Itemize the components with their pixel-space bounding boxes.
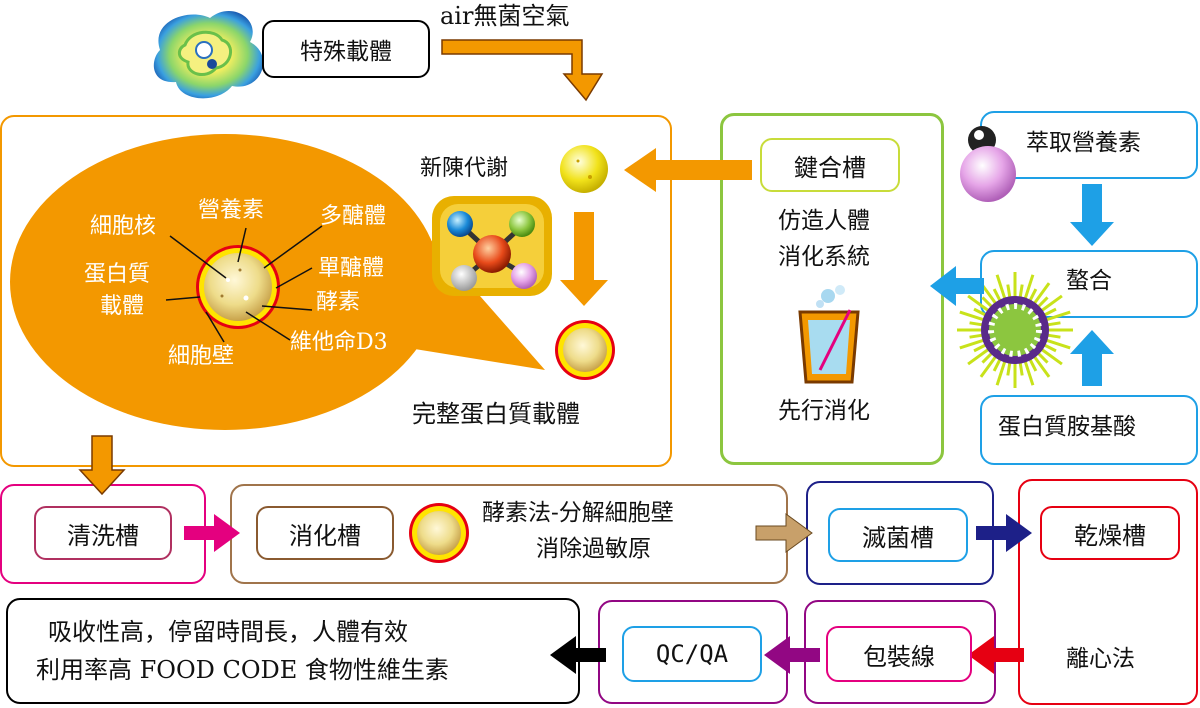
result-line2: 利用率高 FOOD CODE 食物性維生素: [36, 656, 449, 684]
spike: [1031, 353, 1051, 378]
nutrients-label: 營養素: [198, 198, 265, 223]
cell-pointer-lines: [165, 225, 323, 343]
air-arrow: [441, 39, 604, 102]
chelate-spiky-icon: [957, 272, 1073, 388]
digest-to-sterilize-arrow: [755, 513, 813, 553]
nucleus-label: 細胞核: [90, 214, 157, 239]
protein-label: 蛋白質: [84, 262, 151, 287]
cell-wall-label: 細胞壁: [168, 344, 235, 369]
spike: [995, 358, 1008, 386]
centrifuge-to-packing-arrow: [968, 636, 1024, 674]
sterilize-to-dry-arrow: [976, 514, 1032, 552]
enzyme-label: 酵素: [316, 290, 361, 315]
wash-arrow: [78, 435, 126, 496]
beaker-icon: [798, 285, 860, 384]
spike: [959, 337, 987, 350]
extract-to-chelate-arrow: [1070, 184, 1114, 246]
spike: [1043, 337, 1071, 350]
extract-frame: [980, 111, 1198, 179]
bonding-tank-label: 鍵合槽: [760, 138, 900, 192]
wash-tank-label: 清洗槽: [34, 506, 172, 560]
simulate-line2: 消化系統: [778, 244, 870, 270]
extract-label: 萃取營養素: [1026, 130, 1141, 156]
enzyme-method-line2: 消除過敏原: [536, 536, 651, 562]
qcqa-to-result-arrow: [550, 636, 606, 674]
centrifuge-label: 離心法: [1066, 646, 1135, 672]
amino-label: 蛋白質胺基酸: [998, 414, 1136, 440]
simulate-line1: 仿造人體: [778, 208, 870, 234]
qcqa-label: QC/QA: [622, 626, 762, 682]
spike: [967, 294, 992, 314]
extract-molecule-icon: [960, 126, 1016, 202]
complete-carrier-arrow: [560, 212, 608, 306]
amino-to-chelate-arrow: [1070, 330, 1114, 386]
predigest-label: 先行消化: [778, 398, 870, 424]
nutrient-ball-icon: [560, 145, 608, 193]
result-line1: 吸收性高，停留時間長，人體有效: [48, 618, 408, 646]
digest-tank-label: 消化槽: [256, 506, 394, 560]
dry-tank-label: 乾燥槽: [1040, 506, 1180, 560]
molecule-icon: [432, 196, 552, 296]
complete-carrier-icon: [555, 320, 615, 380]
sterilize-tank-label: 滅菌槽: [828, 508, 968, 562]
cell-icon: [196, 245, 280, 329]
chelate-label: 螯合: [1066, 268, 1112, 294]
air-label: air無菌空氣: [440, 2, 570, 30]
spike: [979, 353, 999, 378]
carrier-label: 載體: [100, 294, 145, 319]
spike: [1031, 282, 1051, 307]
complete-carrier-label: 完整蛋白質載體: [412, 400, 580, 428]
spike: [995, 274, 1008, 302]
vitamin-label: 維他命D3: [290, 330, 388, 355]
polysaccharide-label: 多醣體: [320, 204, 387, 229]
enzyme-method-line1: 酵素法-分解細胞壁: [482, 500, 674, 526]
spike: [1038, 294, 1063, 314]
metabolism-label: 新陳代謝: [420, 156, 509, 181]
special-carrier-icon: [153, 11, 264, 99]
special-carrier-label: 特殊載體: [262, 20, 430, 78]
spike: [1043, 310, 1071, 323]
spike: [1022, 274, 1035, 302]
spike: [1038, 346, 1063, 366]
packing-to-qcqa-arrow: [764, 636, 820, 674]
spike: [959, 310, 987, 323]
chelate-to-digestion-arrow: [930, 266, 984, 306]
amino-frame: [980, 395, 1198, 465]
monosaccharide-label: 單醣體: [318, 256, 385, 281]
packing-line-label: 包裝線: [826, 626, 972, 682]
metabolism-arrow: [624, 148, 752, 192]
digest-carrier-icon: [409, 503, 469, 563]
wash-to-digest-arrow: [184, 514, 240, 552]
spike: [967, 346, 992, 366]
result-frame: [6, 598, 580, 704]
spike: [1022, 358, 1035, 386]
